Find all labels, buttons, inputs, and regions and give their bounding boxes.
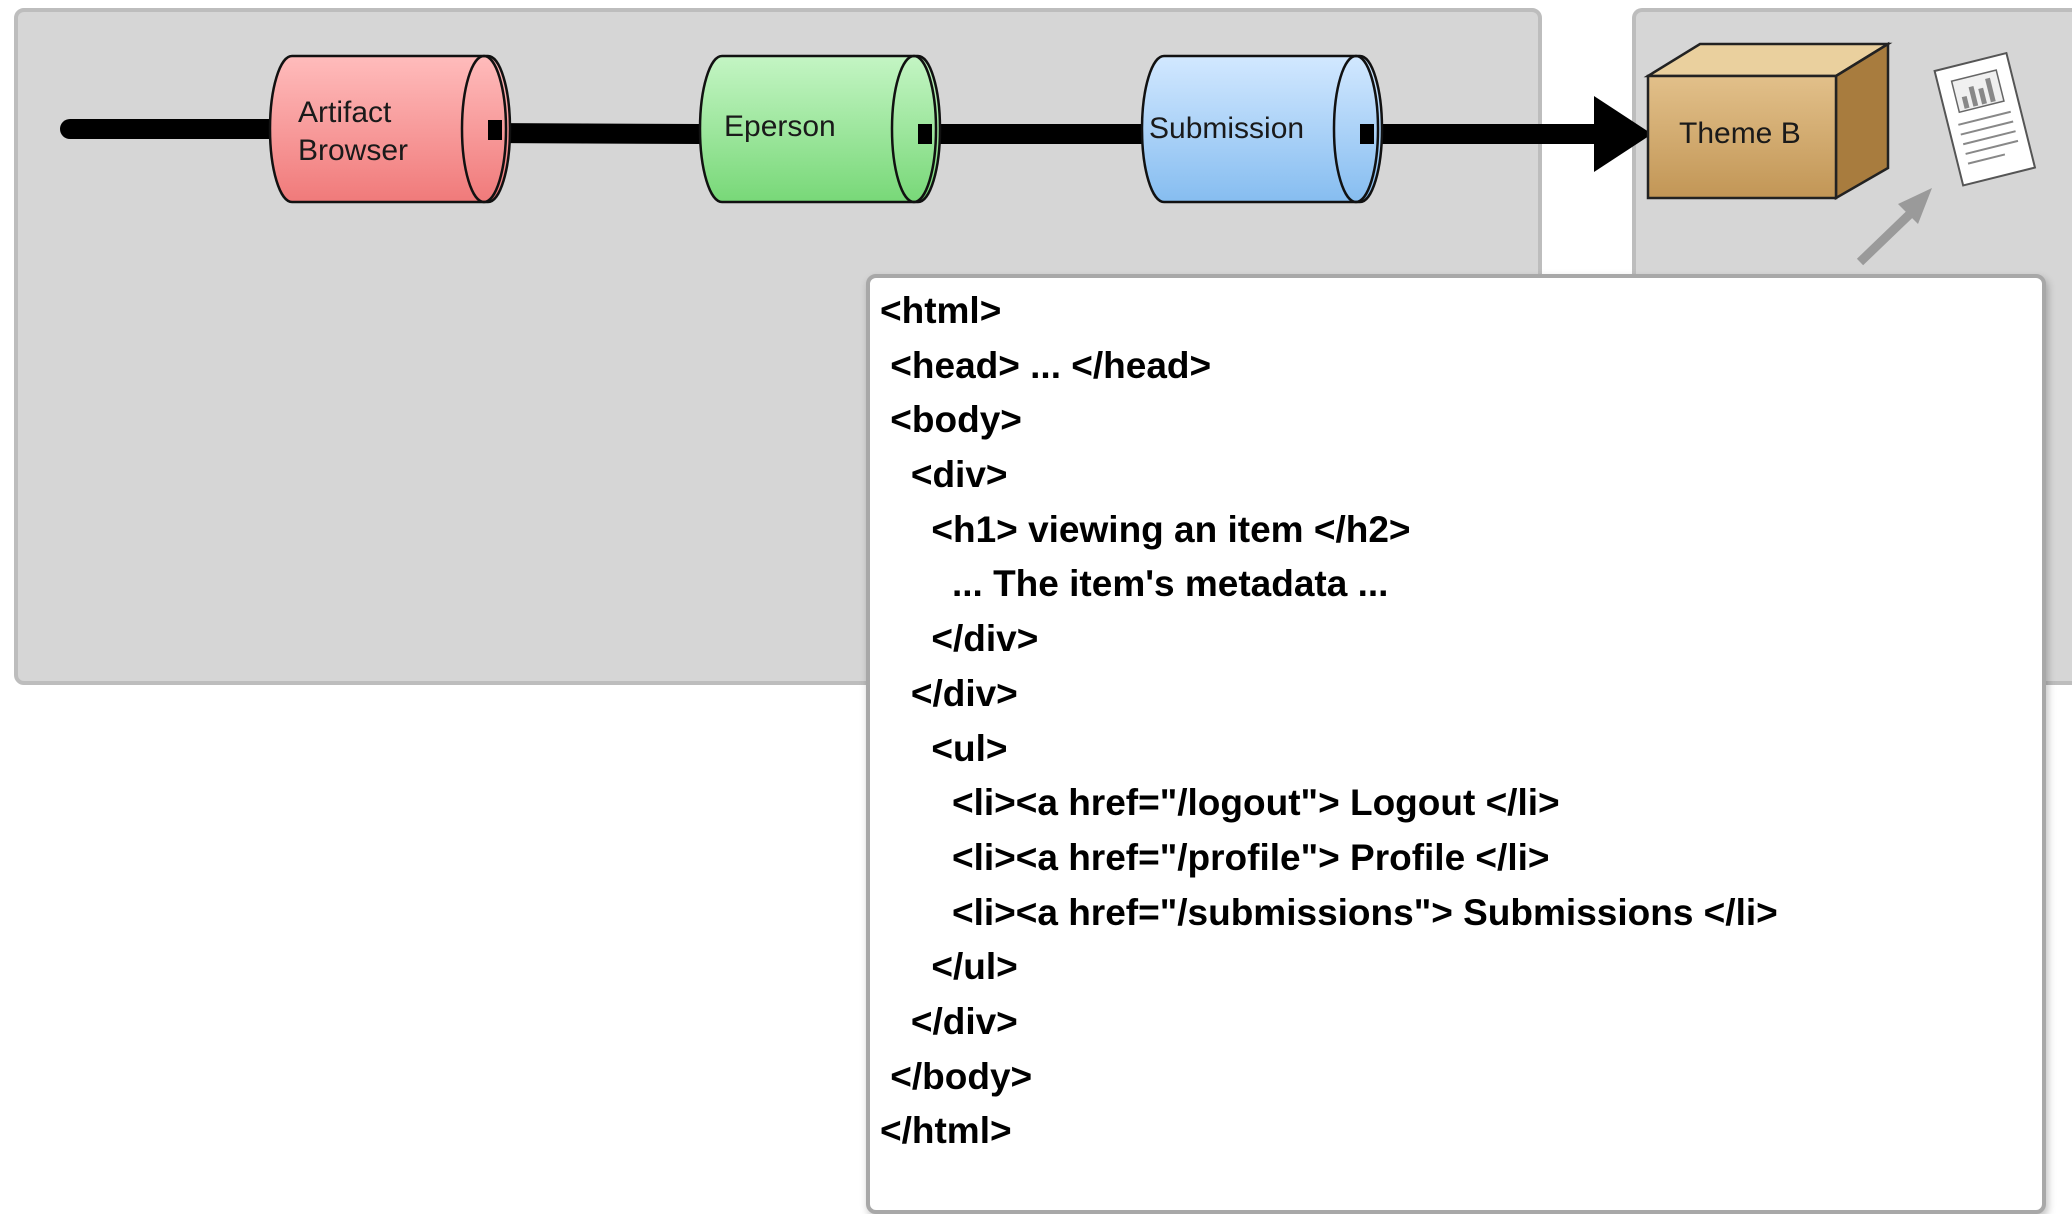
- code-line: <html>: [880, 290, 1002, 331]
- submission-node: [1140, 54, 1384, 204]
- code-line: ... The item's metadata ...: [880, 563, 1389, 605]
- gray-arrow: [1856, 188, 1932, 266]
- code-line: <body>: [880, 399, 1022, 441]
- artifact-browser-label: Artifact Browser: [298, 96, 409, 167]
- submission-label: Submission: [1149, 112, 1305, 145]
- code-line: </html>: [880, 1110, 1012, 1152]
- code-line: </div>: [880, 672, 1018, 714]
- document-icon: [1933, 51, 2037, 187]
- arrow-head: [1594, 96, 1652, 172]
- code-line: </div>: [880, 618, 1039, 660]
- code-line: <head> ... </head>: [880, 344, 1212, 386]
- eperson-node: [698, 54, 942, 204]
- code-line: <li><a href="/profile"> Profile </li>: [880, 836, 1550, 878]
- code-line: <li><a href="/logout"> Logout </li>: [880, 782, 1560, 824]
- code-line: </body>: [880, 1055, 1033, 1097]
- eperson-label: Eperson: [724, 110, 836, 143]
- theme-b-label: Theme B: [1679, 117, 1801, 150]
- html-output-box: <html> <head> ... </head> <body> <div> <…: [866, 274, 2046, 1214]
- code-line: </div>: [880, 1000, 1018, 1042]
- artifact-browser-node: [268, 54, 512, 204]
- code-line: </ul>: [880, 946, 1018, 988]
- code-line: <h1> viewing an item </h2>: [880, 508, 1411, 550]
- pipe-line-1: [489, 123, 701, 144]
- code-line: <div>: [880, 454, 1008, 496]
- code-line: <li><a href="/submissions"> Submissions …: [880, 891, 1778, 933]
- theme-b-box: [1643, 41, 1893, 201]
- code-line: <ul>: [880, 727, 1008, 769]
